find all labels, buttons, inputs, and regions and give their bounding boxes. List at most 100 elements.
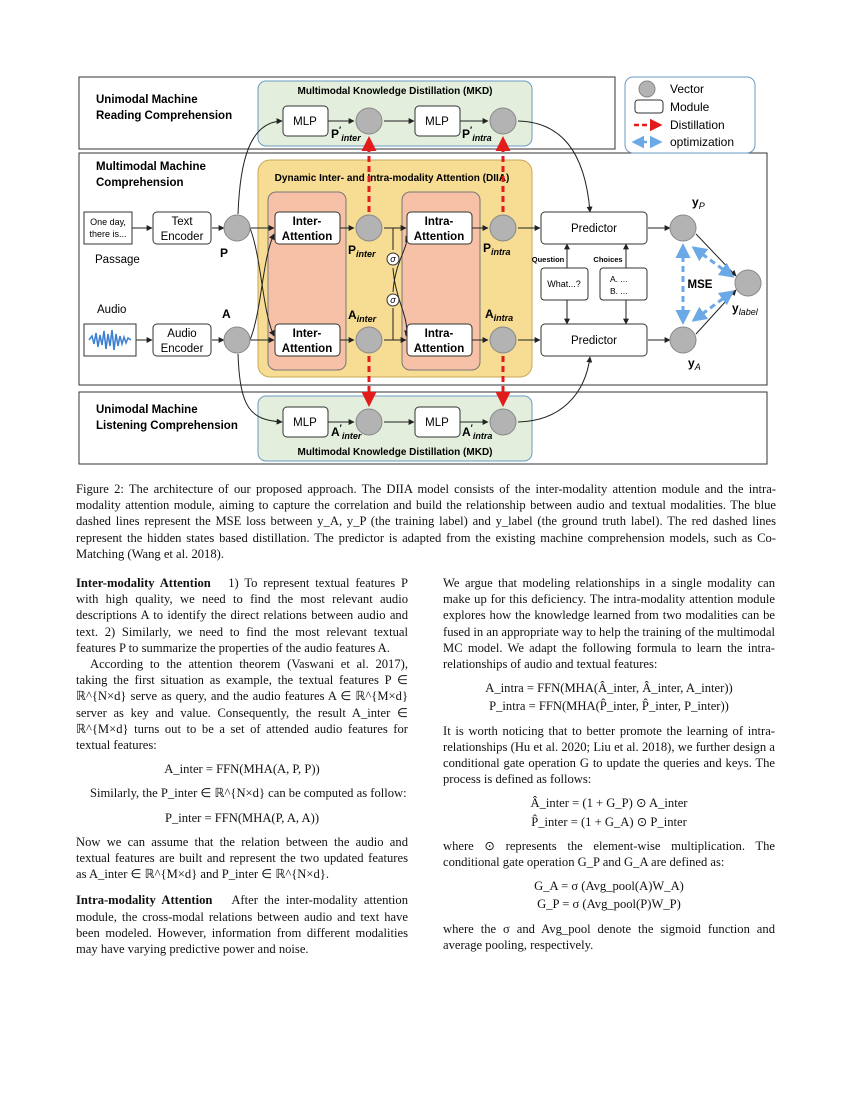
vector-p-intra-prime: [489, 107, 517, 135]
choice-b: B. ...: [610, 286, 627, 296]
mlp-top-1-label: MLP: [293, 116, 317, 128]
label-p-intra: Pintra: [483, 241, 511, 257]
inter-attention-top-box: [274, 211, 341, 245]
multimodal-title-line2: Comprehension: [96, 177, 184, 189]
gate-bottom: [386, 293, 400, 307]
intra-attention-top-line1: Intra-: [425, 216, 454, 228]
label-p: P: [220, 246, 228, 260]
intra-attention-bottom-line2: Attention: [414, 343, 464, 355]
left-column: Inter-modality Attention 1) To represent…: [76, 575, 408, 957]
inter-attention-top-line1: Inter-: [293, 216, 322, 228]
predictor-top-box: [540, 211, 648, 245]
vector-y-label: [734, 269, 762, 297]
inter-attention-bottom-box: [274, 323, 341, 357]
inter-attention-bottom-line1: Inter-: [293, 328, 322, 340]
eq-a-hat-inter: Â_inter = (1 + G_P) ⊙ A_inter: [530, 796, 688, 811]
intra-p1: After the inter-modality attention modul…: [76, 893, 409, 957]
vector-y-a: [669, 326, 697, 354]
eq-p-inter: P_inter = FFN(MHA(P, A, A)): [164, 810, 320, 825]
vector-a-intra: [489, 326, 517, 354]
vector-p-inter-prime: [355, 107, 383, 135]
legend-distillation-label: Distillation: [670, 118, 725, 132]
figure-caption: Figure 2: The architecture of our propos…: [76, 482, 776, 561]
label-y-p: yP: [692, 195, 705, 211]
right-p4: where the σ and Avg_pool denote the sigm…: [443, 921, 775, 952]
inter-attention-bottom-line2: Attention: [282, 343, 332, 355]
mlp-bottom-1-label: MLP: [293, 417, 317, 429]
audio-encoder-box: [152, 323, 212, 357]
passage-label: Passage: [95, 254, 140, 266]
eq-a-inter: A_inter = FFN(MHA(A, P, P)): [164, 762, 320, 777]
passage-sample-line1: One day,: [90, 217, 126, 227]
vector-a-inter: [355, 326, 383, 354]
listening-title-line1: Unimodal Machine: [96, 404, 198, 416]
right-p3: where ⊙ represents the element-wise mult…: [443, 838, 775, 870]
legend-module-icon: [634, 99, 664, 114]
legend-module-label: Module: [670, 100, 710, 114]
label-a-intra-prime: A′intra: [462, 423, 492, 441]
inter-p1: 1) To represent textual features P with …: [76, 576, 408, 655]
label-y-label: ylabel: [732, 301, 759, 317]
question-box: [540, 267, 589, 301]
mlp-bottom-2-label: MLP: [425, 417, 449, 429]
listening-title-line2: Listening Comprehension: [96, 420, 238, 432]
vector-p: [223, 214, 251, 242]
question-label: Question: [532, 255, 565, 264]
predictor-bottom-label: Predictor: [571, 335, 617, 347]
question-text: What...?: [547, 279, 581, 289]
intra-modality-paragraph: Intra-modality Attention After the inter…: [76, 892, 408, 957]
predictor-top-label: Predictor: [571, 223, 617, 235]
gate-top-sigma: σ: [390, 254, 396, 264]
reading-title-line2: Reading Comprehension: [96, 110, 232, 122]
inter-p2: According to the attention theorem (Vasw…: [76, 657, 408, 753]
label-a-intra: Aintra: [485, 307, 513, 323]
eq-p-hat-inter: P̂_inter = (1 + G_A) ⊙ P_inter: [531, 814, 687, 829]
legend-box: [624, 76, 756, 154]
choices-box: [599, 267, 648, 301]
mkd-bottom-title: Multimodal Knowledge Distillation (MKD): [298, 447, 493, 458]
architecture-figure: Vector Module Distillation optimization …: [78, 76, 768, 465]
mlp-bottom-2-box: [414, 406, 461, 438]
inter-modality-paragraph: Inter-modality Attention 1) To represent…: [76, 575, 408, 656]
label-a-inter: Ainter: [348, 308, 377, 324]
label-a-inter-prime: A′inter: [331, 423, 362, 441]
passage-sample-line2: there is...: [89, 229, 126, 239]
inter-p4: Now we can assume that the relation betw…: [76, 834, 408, 882]
right-p2: It is worth noticing that to better prom…: [443, 723, 775, 787]
gate-top: [386, 252, 400, 266]
gate-bottom-sigma: σ: [390, 295, 396, 305]
audio-label: Audio: [97, 304, 126, 316]
legend-optimization-label: optimization: [670, 135, 734, 149]
predictor-bottom-box: [540, 323, 648, 357]
vector-a-intra-prime: [489, 408, 517, 436]
intra-attention-top-line2: Attention: [414, 231, 464, 243]
heading-inter-modality: Inter-modality Attention: [76, 576, 211, 590]
label-y-a: yA: [688, 356, 701, 372]
inter-p3: Similarly, the P_inter ∈ ℝ^{N×d} can be …: [90, 786, 407, 801]
mlp-top-1-box: [282, 105, 329, 137]
eq-g-a: G_A = σ (Avg_pool(A)W_A): [534, 879, 684, 894]
label-p-inter-prime: P′inter: [331, 125, 361, 143]
eq-g-p: G_P = σ (Avg_pool(P)W_P): [537, 897, 681, 912]
choices-label: Choices: [593, 255, 622, 264]
vector-p-intra: [489, 214, 517, 242]
inter-attention-top-line2: Attention: [282, 231, 332, 243]
label-p-inter: Pinter: [348, 243, 376, 259]
mlp-top-2-box: [414, 105, 461, 137]
intra-attention-bottom-line1: Intra-: [425, 328, 454, 340]
vector-a: [223, 326, 251, 354]
multimodal-title-line1: Multimodal Machine: [96, 161, 206, 173]
intra-attention-top-box: [406, 211, 473, 245]
right-column: We argue that modeling relationships in …: [443, 575, 775, 953]
audio-encoder-line1: Audio: [167, 328, 196, 340]
audio-encoder-line2: Encoder: [161, 343, 204, 355]
mkd-top-title: Multimodal Knowledge Distillation (MKD): [298, 86, 493, 97]
vector-a-inter-prime: [355, 408, 383, 436]
text-encoder-line2: Encoder: [161, 231, 204, 243]
reading-title-line1: Unimodal Machine: [96, 94, 198, 106]
choice-a: A. ...: [610, 274, 627, 284]
legend-vector-label: Vector: [670, 82, 704, 96]
eq-p-intra: P_intra = FFN(MHA(P̂_inter, P̂_inter, P_…: [489, 699, 729, 714]
right-p1: We argue that modeling relationships in …: [443, 576, 775, 672]
label-a: A: [222, 307, 231, 321]
